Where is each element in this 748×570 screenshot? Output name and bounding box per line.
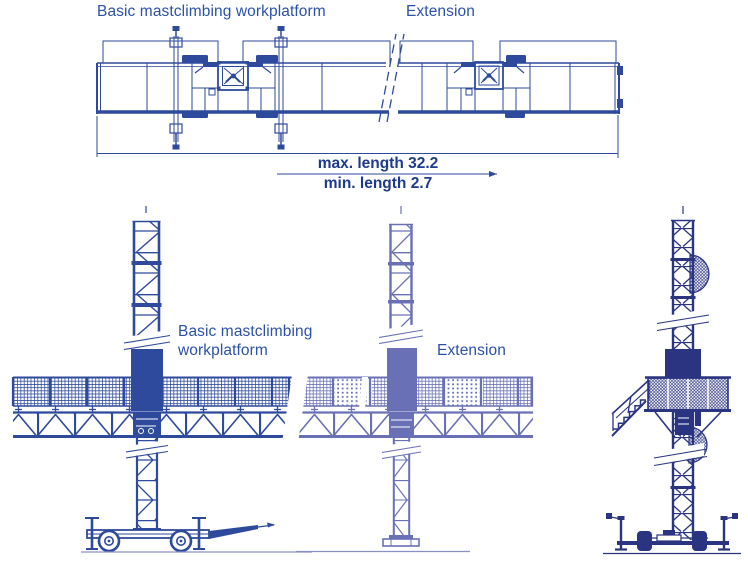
plan-motor-box [506,55,526,63]
plan-motor-box [182,111,208,118]
mast-truss-lower [136,437,158,533]
dimension-arrow [489,171,497,177]
base-plate [382,538,420,547]
plan-mast-basic [194,61,272,96]
plan-motor-box [256,55,278,63]
plan-motor-box [182,55,208,63]
elevation-label-basic: Basic mastclimbing workplatform [178,323,312,361]
panel-break [359,377,368,410]
plan-label-basic: Basic mastclimbing workplatform [97,3,326,20]
dimension-lines [96,115,619,177]
platform-end-view [644,376,731,438]
wheel [637,531,652,551]
front-elevation-extension [294,206,534,553]
swing-range-fan [689,254,710,294]
plan-label-extension: Extension [406,3,475,20]
outrigger-jack [85,517,99,550]
plan-guardrail-outline [399,40,474,63]
mast-break [381,323,423,343]
plan-guardrail-outline [242,40,391,63]
outrigger-jack [192,517,206,550]
platform-break-slash [281,368,309,450]
towbar [209,525,258,539]
drive-machinery [389,412,414,436]
plan-motor-box [256,111,278,118]
outrigger-jack [606,513,627,551]
elevation-label-basic-line2: workplatform [178,341,268,359]
plan-outrigger [169,26,183,150]
climbing-unit [665,349,701,378]
side-elevation [603,206,741,555]
climbing-unit [131,349,163,411]
chassis [81,517,312,553]
front-elevation-basic [11,206,312,553]
plan-end-bracket [617,99,623,108]
mast-truss-upper [133,221,160,344]
plan-motor-box [505,111,525,118]
plan-outrigger [274,26,288,150]
dimension-min-length: min. length 2.7 [323,175,433,192]
mast-truss-lower [393,437,410,537]
plan-guardrail-outline [102,40,219,63]
mast-truss-upper [389,224,413,338]
outrigger-jack [718,513,738,551]
plan-mast-extension [453,61,525,96]
walkway-truss [296,413,533,436]
plan-guardrail-outline [499,40,617,63]
elevation-label-basic-line1: Basic mastclimbing [178,323,313,340]
elevation-label-extension: Extension [437,342,506,359]
chassis-side [603,513,741,555]
plan-view-drawing [96,26,623,177]
wheel [169,529,193,553]
access-stairs [611,379,650,437]
wheel [97,529,121,553]
plan-break-lines [378,33,405,123]
plan-end-bracket [617,66,623,75]
dimension-max-length: max. length 32.2 [317,155,439,172]
climbing-unit [387,348,417,411]
drive-machinery [133,412,161,437]
wheel [692,531,707,551]
